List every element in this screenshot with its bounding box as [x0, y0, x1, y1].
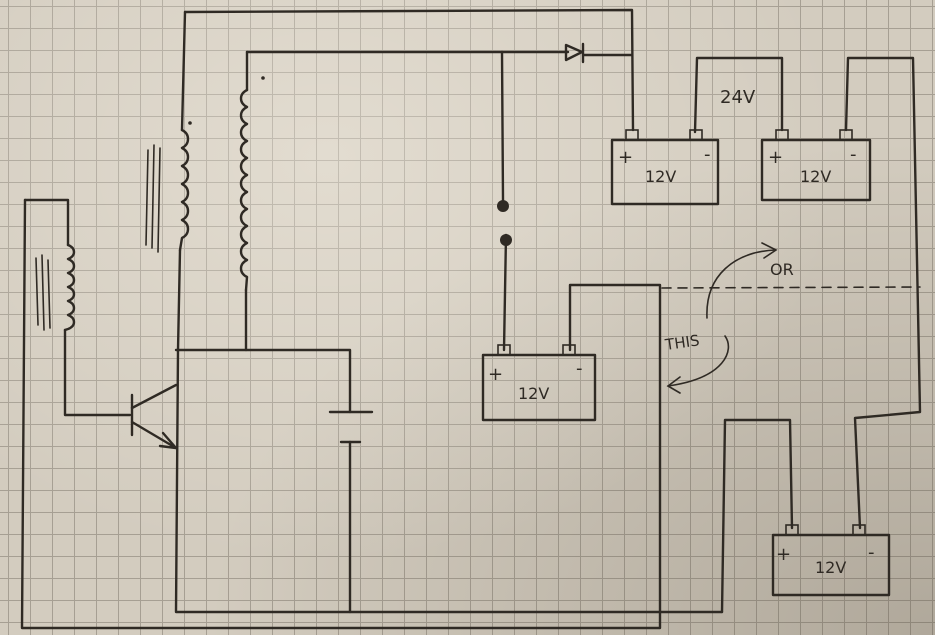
option-annotation: THIS OR — [663, 242, 794, 394]
battery-voltage-label: 12V — [800, 167, 831, 186]
spark-gap-symbol — [497, 200, 512, 246]
diode-symbol — [564, 42, 585, 64]
battery-minus-sign: - — [576, 358, 583, 379]
dashed-alternative-wire — [661, 286, 921, 289]
battery-plus-sign: + — [618, 147, 633, 168]
battery-voltage-label: 12V — [518, 384, 549, 403]
arrow-to-solid-wire — [667, 335, 730, 387]
battery-minus-sign: - — [704, 144, 711, 165]
dc-source-symbol — [328, 410, 374, 444]
trigger-coil — [35, 243, 76, 332]
battery-plus-sign: + — [488, 364, 503, 385]
battery-minus-sign: - — [850, 144, 857, 165]
battery-middle: + - 12V — [481, 344, 597, 422]
primary-coil — [145, 121, 192, 253]
transistor-symbol — [130, 383, 178, 450]
battery-top-right: + - 12V — [760, 129, 872, 202]
wires — [20, 8, 922, 630]
option-this-label: THIS — [663, 331, 701, 354]
battery-voltage-label: 12V — [645, 167, 676, 186]
battery-voltage-label: 12V — [815, 558, 846, 577]
secondary-coil — [239, 76, 265, 292]
arrow-to-dashed-wire — [706, 249, 776, 319]
option-or-label: OR — [770, 260, 794, 279]
battery-minus-sign: - — [868, 542, 875, 563]
battery-top-left: + - 12V — [610, 129, 720, 206]
battery-bottom: + - 12V — [771, 524, 891, 597]
series-voltage-label: 24V — [720, 87, 756, 108]
battery-plus-sign: + — [776, 544, 791, 565]
battery-plus-sign: + — [768, 147, 783, 168]
